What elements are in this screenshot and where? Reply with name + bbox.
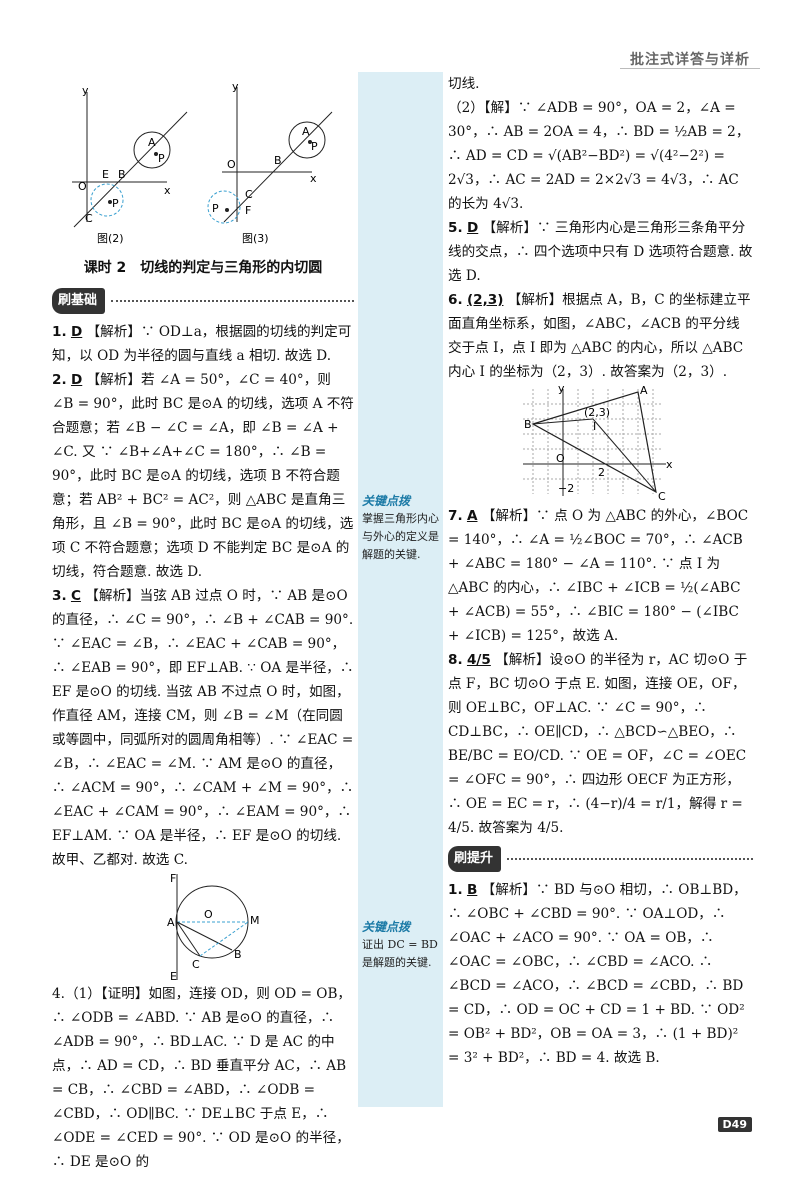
svg-text:A: A (640, 384, 648, 397)
key-tip-note-2: 关键点拨 证出 DC = BD 是解题的关键. (362, 920, 438, 969)
figure-3-caption: 图(3) (242, 232, 269, 245)
svg-text:P: P (311, 140, 318, 153)
question-8: 8. 4/5 【解析】设⊙O 的半径为 r，AC 切⊙O 于点 F，BC 切⊙O… (448, 652, 748, 836)
answer-3: C (70, 588, 81, 604)
svg-text:C: C (658, 490, 666, 503)
answer-1: D (70, 324, 83, 340)
advanced-answer-1: B (466, 882, 478, 898)
svg-text:I: I (593, 420, 596, 433)
svg-text:B: B (118, 168, 126, 181)
svg-text:P: P (112, 197, 119, 210)
answer-5: D (466, 220, 479, 236)
svg-text:y: y (82, 84, 89, 97)
question-1: 1. D 【解析】∵ OD⊥a，根据圆的切线的判定可知，以 OD 为半径的圆与直… (52, 324, 352, 364)
header-title: 批注式详答与详析 (630, 52, 750, 68)
svg-text:F: F (245, 204, 251, 217)
key-tip-note-1: 关键点拨 掌握三角形内心与外心的定义是解题的关键. (362, 494, 439, 561)
question-3: 3. C 【解析】当弦 AB 过点 O 时，∵ AB 是⊙O 的直径，∴ ∠C … (52, 588, 354, 868)
right-column: 切线. （2）【解】∵ ∠ADB = 90°，OA = 2，∠A = 30°，∴… (448, 72, 753, 1070)
svg-text:x: x (310, 172, 317, 185)
question-4-continued: 切线. (448, 76, 480, 92)
svg-text:x: x (164, 184, 171, 197)
question-2: 2. D 【解析】若 ∠A = 50°，∠C = 40°，则 ∠B = 90°，… (52, 372, 354, 580)
svg-text:y: y (232, 82, 239, 93)
svg-text:P: P (158, 152, 165, 165)
section-advanced-badge: 刷提升 (448, 846, 502, 872)
advanced-question-1: 1. B 【解析】∵ BD 与⊙O 相切，∴ OB⊥BD，∴ ∠OBC + ∠C… (448, 882, 747, 1066)
svg-text:x: x (666, 458, 673, 471)
svg-text:E: E (102, 168, 109, 181)
svg-text:A: A (148, 136, 156, 149)
svg-text:O: O (227, 158, 236, 171)
answer-2: D (70, 372, 83, 388)
svg-text:O: O (204, 908, 213, 921)
svg-text:C: C (85, 212, 93, 225)
svg-text:B: B (524, 418, 532, 431)
grid-triangle-figure: B A C (2,3) I O x y 2 −2 (523, 384, 673, 503)
svg-text:−2: −2 (558, 482, 574, 495)
svg-text:A: A (302, 125, 310, 138)
svg-text:(2,3): (2,3) (584, 406, 610, 419)
question-6: 6. (2,3) 【解析】根据点 A，B，C 的坐标建立平面直角坐标系，如图，∠… (448, 292, 751, 380)
svg-text:C: C (192, 958, 200, 971)
question-5: 5. D 【解析】∵ 三角形内心是三角形三条角平分线的交点，∴ 四个选项中只有 … (448, 220, 753, 284)
annotation-column (358, 72, 443, 1107)
svg-text:B: B (274, 154, 282, 167)
question-4-part-1: 4.（1）【证明】如图，连接 OD，则 OD = OB，∴ ∠ODB = ∠AB… (52, 986, 352, 1170)
answer-7: A (466, 508, 478, 524)
header-divider (620, 68, 760, 69)
answer-6: (2,3) (466, 292, 504, 308)
svg-text:P: P (212, 202, 219, 215)
svg-text:C: C (245, 188, 253, 201)
page-number: D49 (717, 1117, 752, 1132)
svg-text:2: 2 (598, 466, 605, 479)
section-basic: 刷基础 (52, 288, 354, 314)
svg-text:B: B (234, 948, 242, 961)
section-advanced: 刷提升 (448, 846, 753, 872)
svg-text:O: O (78, 180, 87, 193)
svg-text:O: O (556, 452, 565, 465)
answer-8: 4/5 (466, 652, 491, 668)
section-divider (111, 300, 354, 302)
svg-text:M: M (250, 914, 260, 927)
section-divider-2 (507, 858, 753, 860)
section-basic-badge: 刷基础 (52, 288, 106, 314)
figure-2-caption: 图(2) (97, 232, 124, 245)
svg-text:F: F (170, 872, 176, 885)
lesson-title: 课时 2 切线的判定与三角形的内切圆 (83, 260, 323, 276)
question-4-part-2: （2）【解】∵ ∠ADB = 90°，OA = 2，∠A = 30°，∴ AB … (448, 100, 750, 212)
svg-text:y: y (558, 384, 565, 395)
question-7: 7. A 【解析】∵ 点 O 为 △ABC 的外心，∠BOC = 140°，∴ … (448, 508, 749, 644)
svg-text:E: E (170, 970, 177, 982)
circle-tangent-figure: A O M B C F E (167, 872, 260, 982)
svg-text:A: A (167, 916, 175, 929)
